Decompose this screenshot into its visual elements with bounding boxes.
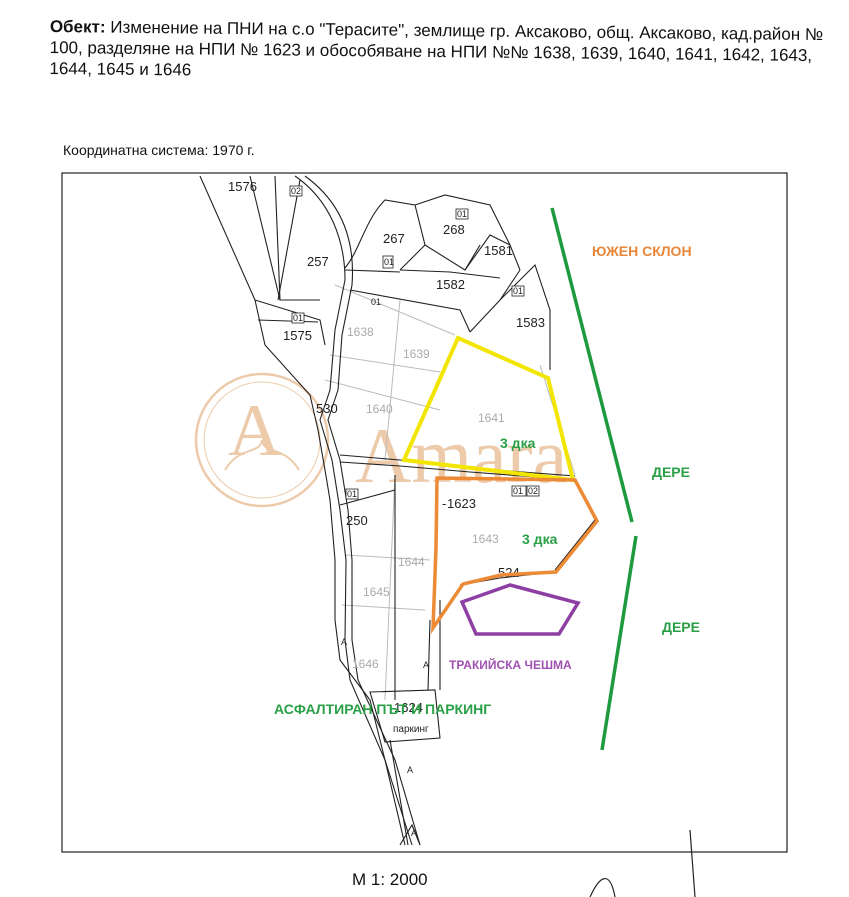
tag-02: 02: [291, 186, 301, 196]
watermark-text: Amara: [355, 412, 567, 499]
plot-268: 268: [443, 222, 465, 237]
coordinate-system: Координатна система: 1970 г.: [63, 142, 255, 158]
ravine-line-lower: [600, 535, 638, 751]
plot-1641: 1641: [478, 411, 505, 425]
tag-01: 01: [371, 297, 381, 307]
plot-1646: 1646: [352, 657, 379, 671]
plot-530: 530: [316, 401, 338, 416]
plot-267: 267: [383, 231, 405, 246]
plot-1575: 1575: [283, 328, 312, 343]
plot-1576: 1576: [228, 179, 257, 194]
plot-1581: 1581: [484, 243, 513, 258]
plot-1644: 1644: [398, 555, 425, 569]
tag-a: A: [411, 828, 417, 838]
plot-1623: 1623: [447, 496, 476, 511]
tag-02: 02: [528, 486, 538, 496]
plot-parking: паркинг: [393, 724, 429, 735]
ravine-label-upper: ДЕРЕ: [652, 464, 690, 480]
plot-1623-dash: -: [442, 496, 446, 511]
tag-01: 01: [293, 313, 303, 323]
tag-01: 01: [457, 209, 467, 219]
south-slope-label: ЮЖЕН СКЛОН: [592, 243, 692, 259]
tag-a: A: [407, 765, 413, 775]
plot-1582: 1582: [436, 277, 465, 292]
ravine-label-lower: ДЕРЕ: [662, 619, 700, 635]
ownership-tags: 02 01 01 01 01 01 01 01 02 A A A A: [289, 185, 540, 838]
tag-a: A: [423, 660, 429, 670]
tag-01: 01: [513, 286, 523, 296]
thracian-fountain-label: ТРАКИЙСКА ЧЕШМА: [449, 657, 572, 672]
plot-1638: 1638: [347, 325, 374, 339]
watermark-initial: A: [228, 390, 281, 472]
tag-01: 01: [347, 489, 357, 499]
orange-plot-outline: [431, 476, 600, 635]
asphalt-parking-label: АСФАЛТИРАН ПЪТ И ПАРКИНГ: [274, 701, 491, 717]
plot-1640: 1640: [366, 402, 393, 416]
pen-strokes: [589, 829, 696, 897]
plot-1645: 1645: [363, 585, 390, 599]
tag-01: 01: [513, 486, 523, 496]
map-frame: [61, 172, 788, 853]
tag-a: A: [341, 637, 347, 647]
plot-257: 257: [307, 254, 329, 269]
plot-numbers: 1576 257 1575 267 268 1581 1582 1583 163…: [228, 179, 545, 735]
area-label-orange: 3 дка: [522, 531, 558, 547]
plot-1624: 1624: [394, 700, 423, 715]
ravine-line-upper: [550, 207, 634, 523]
plot-1643: 1643: [472, 532, 499, 546]
plot-1583: 1583: [516, 315, 545, 330]
cadastral-lines: [199, 175, 596, 846]
new-plot-lines: [324, 284, 576, 701]
area-label-yellow: 3 дка: [500, 435, 536, 451]
map-scale: М 1: 2000: [352, 870, 428, 889]
plot-1639: 1639: [403, 347, 430, 361]
purple-fountain-outline: [459, 583, 581, 636]
tag-01: 01: [384, 257, 394, 267]
plot-250: 250: [346, 513, 368, 528]
